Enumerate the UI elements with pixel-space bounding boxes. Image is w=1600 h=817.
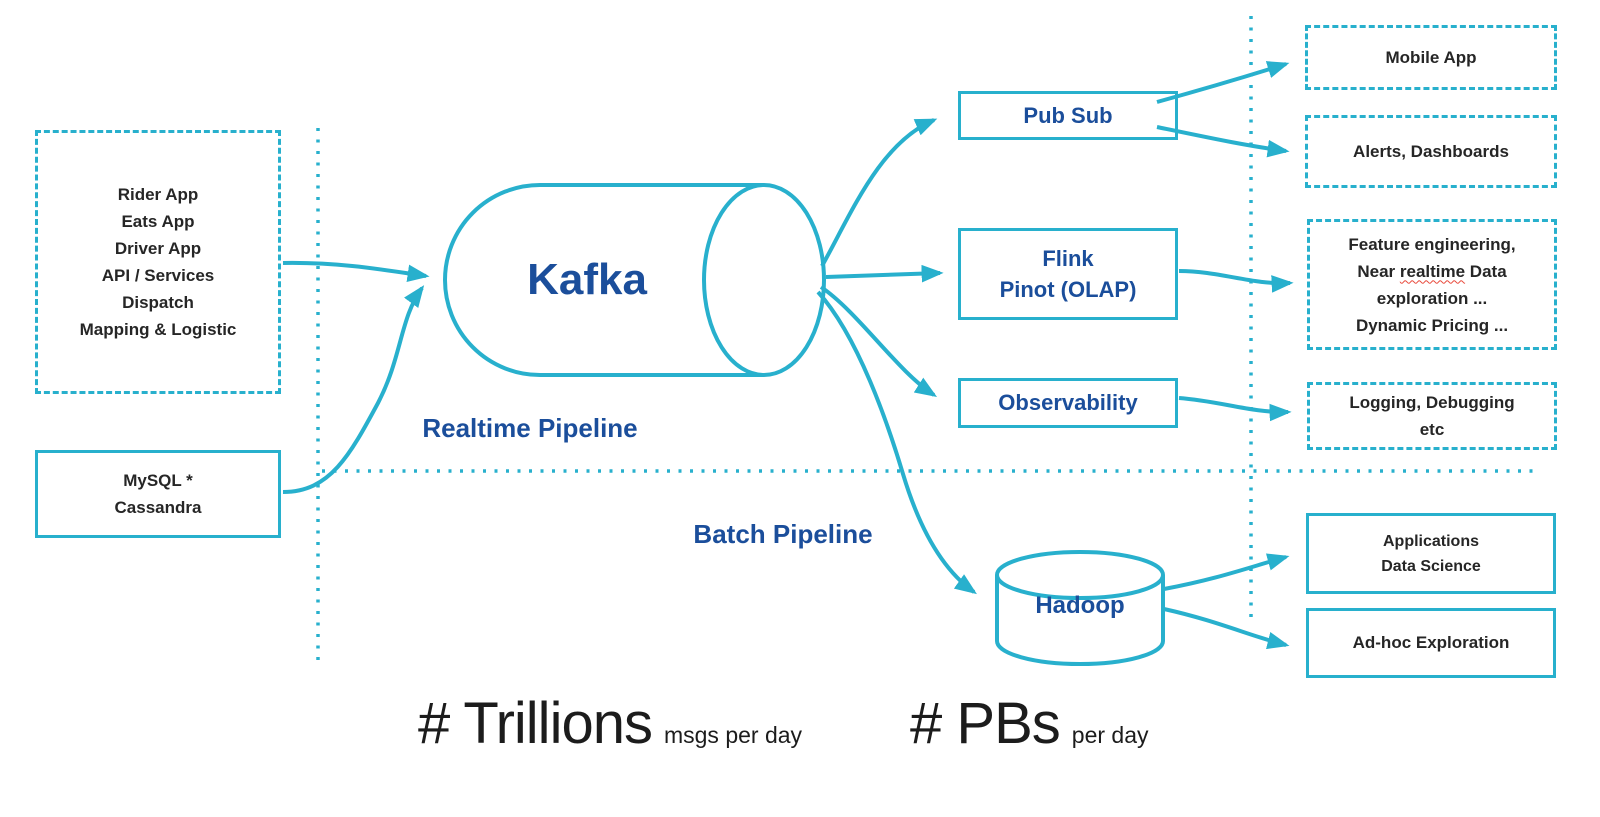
sources-apps-box: Rider App Eats App Driver App API / Serv… <box>35 130 281 394</box>
arrow-kafka-to-observability <box>819 285 938 397</box>
realtime-pipeline-label: Realtime Pipeline <box>422 412 638 443</box>
mobile-app-box: Mobile App <box>1305 25 1557 90</box>
observability-box: Observability <box>958 378 1178 428</box>
arrow-flink-to-feature <box>1178 269 1294 293</box>
adhoc-exploration-box: Ad-hoc Exploration <box>1306 608 1556 678</box>
source-line: Eats App <box>121 212 195 231</box>
arrow-hadoop-to-adhoc <box>1163 607 1290 650</box>
hadoop-cylinder <box>995 550 1165 666</box>
source-line: Rider App <box>117 185 199 204</box>
logging-line: etc <box>1419 420 1445 439</box>
alerts-dashboards-box: Alerts, Dashboards <box>1305 115 1557 188</box>
arrow-hadoop-to-applications <box>1163 553 1290 591</box>
batch-pipeline-label: Batch Pipeline <box>693 518 873 549</box>
logging-debugging-box: Logging, Debugging etc <box>1307 382 1557 450</box>
flink-line: Pinot (OLAP) <box>999 277 1137 302</box>
logging-line: Logging, Debugging <box>1349 393 1515 412</box>
pbs-per-day-unit: per day <box>1071 722 1149 748</box>
mobile-app-label: Mobile App <box>1385 48 1477 67</box>
pubsub-label: Pub Sub <box>1023 102 1113 128</box>
feature-line: Feature engineering, <box>1348 234 1516 254</box>
arrow-mysql-to-kafka <box>282 285 425 494</box>
kafka-cylinder <box>443 183 826 377</box>
source-line: MySQL * <box>123 471 193 490</box>
flink-box: Flink Pinot (OLAP) <box>958 228 1178 320</box>
feature-line: Near realtime Data <box>1357 261 1507 281</box>
pubsub-box: Pub Sub <box>958 91 1178 140</box>
sources-databases-box: MySQL * Cassandra <box>35 450 281 538</box>
kafka-label: Kafka <box>527 255 647 304</box>
arrow-observability-to-logging <box>1178 396 1292 422</box>
feature-line: exploration ... <box>1376 288 1488 308</box>
applications-line: Applications <box>1382 532 1479 550</box>
source-line: Driver App <box>114 239 202 258</box>
source-line: Dispatch <box>122 293 194 312</box>
alerts-dashboards-label: Alerts, Dashboards <box>1353 142 1509 161</box>
arrow-kafka-to-flink <box>825 264 944 283</box>
applications-line: Data Science <box>1381 557 1481 575</box>
msgs-per-day-value: # Trillions <box>418 691 653 756</box>
throughput-stats: # Trillions msgs per day # PBs per day <box>418 690 1149 757</box>
arrow-kafka-to-hadoop <box>816 290 977 595</box>
hadoop-label: Hadoop <box>1035 592 1125 619</box>
feature-engineering-box: Feature engineering, Near realtime Data … <box>1307 219 1557 350</box>
pbs-per-day-value: # PBs <box>910 691 1061 756</box>
source-line: Cassandra <box>114 498 202 517</box>
observability-label: Observability <box>998 390 1138 415</box>
msgs-per-day-unit: msgs per day <box>663 722 803 748</box>
source-line: Mapping & Logistic <box>79 320 237 339</box>
arrow-kafka-to-pubsub <box>820 118 938 267</box>
applications-data-science-box: Applications Data Science <box>1306 513 1556 594</box>
adhoc-exploration-label: Ad-hoc Exploration <box>1352 633 1510 652</box>
spellcheck-squiggle-word: realtime <box>1399 261 1466 281</box>
feature-line: Dynamic Pricing ... <box>1355 315 1509 335</box>
source-line: API / Services <box>101 266 215 285</box>
arrow-sources-to-kafka <box>282 260 430 283</box>
flink-line: Flink <box>1042 246 1094 271</box>
